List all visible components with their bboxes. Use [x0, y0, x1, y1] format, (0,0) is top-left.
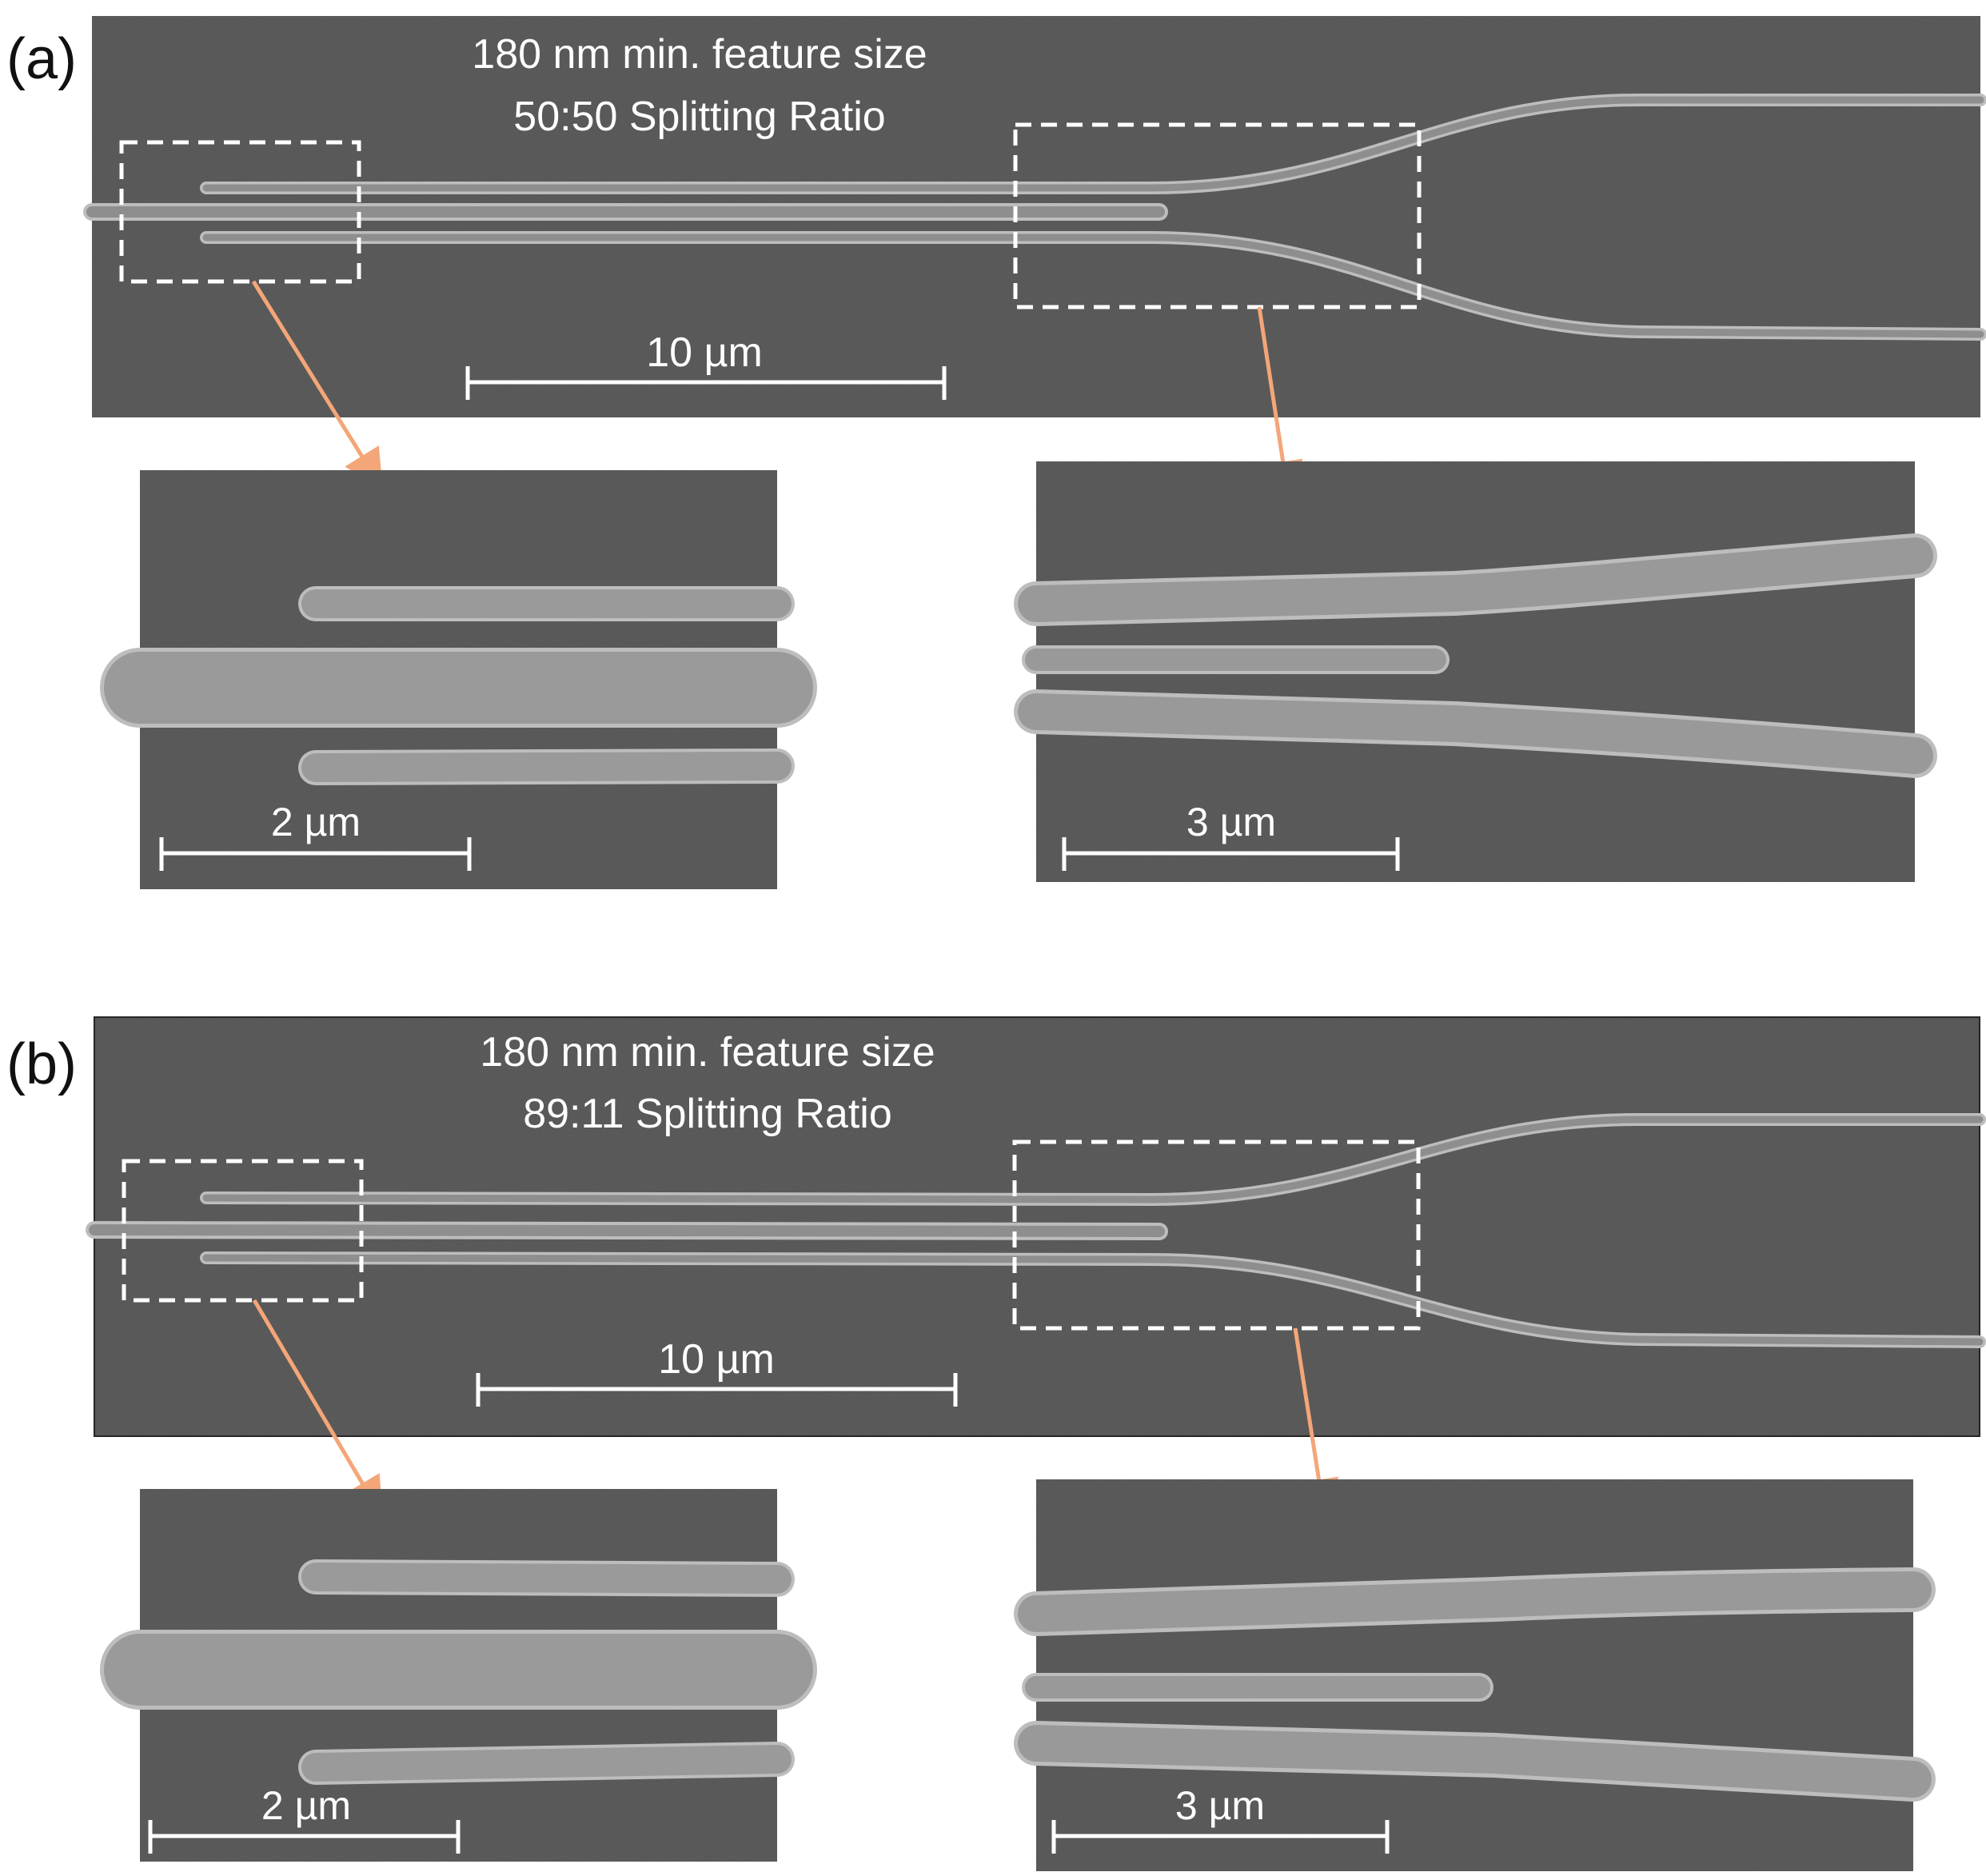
panel-a-zoom-box-left	[119, 140, 361, 284]
panel-b-inset-left: 2 µm	[100, 1489, 817, 1862]
panel-b-caption-feature-size: 180 nm min. feature size	[480, 1029, 935, 1076]
panel-b-arrow-right	[1293, 1327, 1339, 1519]
panel-a-zoom-box-right	[1013, 122, 1422, 309]
panel-b-main-scale-label: 10 µm	[658, 1336, 775, 1383]
panel-a-main-scale-label: 10 µm	[646, 329, 763, 376]
panel-a-inset-right-scale-bar	[1062, 837, 1400, 871]
panel-a-inset-left-scale-bar	[159, 837, 472, 871]
panel-b-inset-right-scale-bar	[1051, 1820, 1390, 1854]
panel-a-inset-left-scale-label: 2 µm	[271, 800, 361, 844]
panel-a-caption-feature-size: 180 nm min. feature size	[472, 31, 927, 78]
panel-a-inset-right: 3 µm	[1014, 461, 1937, 882]
panel-a-caption-splitting-ratio: 50:50 Splitting Ratio	[513, 94, 885, 140]
panel-b-main-scale-bar	[476, 1373, 958, 1407]
panel-b-zoom-box-right	[1012, 1140, 1421, 1331]
panel-b-inset-right-scale-label: 3 µm	[1175, 1783, 1265, 1828]
panel-b-inset-right: 3 µm	[1014, 1479, 1936, 1871]
panel-b-label: (b)	[6, 1032, 77, 1096]
panel-a-main-scale-bar	[465, 366, 947, 400]
panel-a-arrow-right	[1257, 306, 1303, 501]
panel-b-arrow-left	[252, 1299, 383, 1518]
panel-b-inset-left-scale-bar	[148, 1820, 461, 1854]
panel-a-inset-right-scale-label: 3 µm	[1186, 800, 1276, 844]
panel-a-inset-left: 2 µm	[100, 470, 817, 889]
panel-a-arrow-left	[251, 280, 383, 490]
panel-b-main-sem-image: 180 nm min. feature size 89:11 Splitting…	[86, 1016, 1986, 1437]
panel-a-main-sem-image: 180 nm min. feature size 50:50 Splitting…	[83, 16, 1986, 417]
panel-a: (a) 180 nm min. feature size 50:5	[6, 16, 1986, 889]
panel-a-label: (a)	[6, 27, 77, 91]
panel-b-caption-splitting-ratio: 89:11 Splitting Ratio	[523, 1091, 892, 1137]
panel-b-inset-left-scale-label: 2 µm	[261, 1783, 351, 1828]
panel-b: (b) 180 nm min. feature size 89:11 Split…	[6, 1016, 1986, 1871]
panel-b-zoom-box-left	[122, 1159, 364, 1303]
